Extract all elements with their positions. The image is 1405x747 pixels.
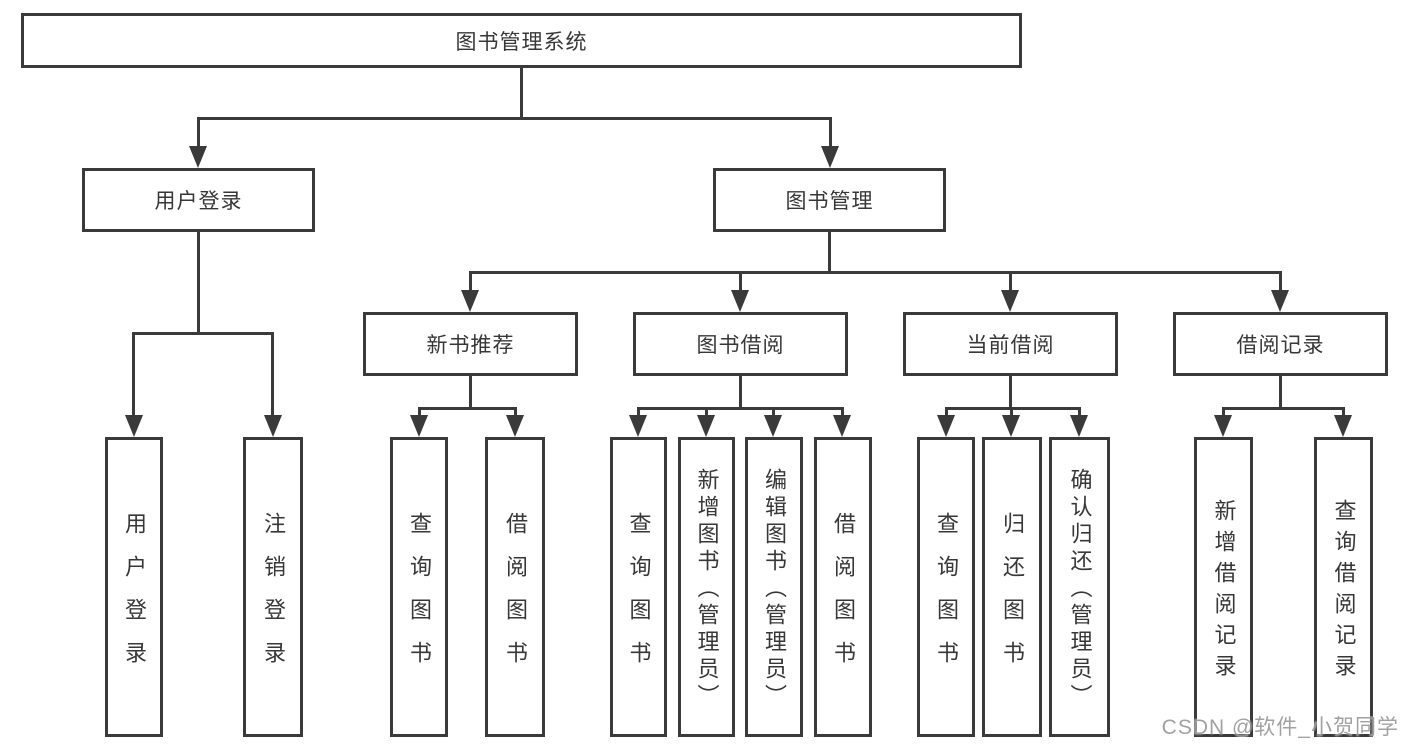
- node-book-management-system: 图书管理系统: [21, 13, 1022, 68]
- connector-line: [637, 407, 844, 410]
- arrow-down-icon: [1002, 415, 1020, 437]
- node-label: 图书管理: [785, 190, 874, 213]
- connector-line: [841, 407, 844, 419]
- connector-line: [829, 117, 832, 148]
- leaf-query-borrowing-record: 查询借阅记录: [1314, 437, 1373, 737]
- node-label: 借阅图书: [831, 511, 856, 684]
- leaf-borrow-books-borrowing: 借阅图书: [814, 437, 872, 737]
- connector-line: [1009, 376, 1012, 409]
- node-label: 查询图书: [407, 511, 432, 684]
- connector-line: [197, 117, 200, 148]
- connector-line: [418, 407, 421, 419]
- node-user-login: 用户登录: [82, 168, 315, 232]
- arrow-down-icon: [125, 415, 143, 437]
- arrow-down-icon: [833, 415, 851, 437]
- connector-line: [418, 407, 517, 410]
- arrow-down-icon: [1271, 290, 1289, 312]
- connector-line: [469, 271, 1281, 274]
- leaf-borrow-books-recommend: 借阅图书: [485, 437, 545, 737]
- arrow-down-icon: [821, 146, 839, 168]
- arrow-down-icon: [506, 415, 524, 437]
- connector-line: [739, 376, 742, 409]
- leaf-return-books: 归还图书: [982, 437, 1042, 737]
- node-label: 确认归还（管理员）: [1067, 468, 1093, 711]
- csdn-watermark: CSDN @软件_小贺同学: [1161, 716, 1399, 739]
- connector-line: [469, 376, 472, 409]
- connector-line: [520, 68, 523, 119]
- node-borrowing-records: 借阅记录: [1173, 312, 1388, 376]
- node-new-book-recommendation: 新书推荐: [363, 312, 578, 376]
- connector-line: [945, 407, 948, 419]
- node-current-borrowing: 当前借阅: [903, 312, 1118, 376]
- node-label: 归还图书: [1000, 511, 1025, 684]
- arrow-down-icon: [1001, 290, 1019, 312]
- node-label: 借阅图书: [503, 511, 528, 684]
- leaf-query-books-borrowing: 查询图书: [610, 437, 667, 737]
- arrow-down-icon: [1334, 415, 1352, 437]
- node-label: 新增图书（管理员）: [694, 468, 720, 711]
- connector-line: [132, 332, 135, 416]
- arrow-down-icon: [731, 290, 749, 312]
- arrow-down-icon: [410, 415, 428, 437]
- connector-line: [1279, 271, 1282, 291]
- connector-line: [1010, 407, 1013, 419]
- node-label: 编辑图书（管理员）: [762, 468, 787, 711]
- connector-line: [739, 271, 742, 291]
- node-label: 用户登录: [154, 190, 243, 213]
- leaf-edit-books-admin: 编辑图书（管理员）: [745, 437, 803, 737]
- node-label: 查询图书: [626, 511, 652, 684]
- leaf-query-books-recommend: 查询图书: [390, 437, 448, 737]
- node-label: 新书推荐: [426, 334, 515, 357]
- arrow-down-icon: [937, 415, 955, 437]
- connector-line: [197, 117, 831, 120]
- node-label: 查询借阅记录: [1331, 498, 1357, 685]
- node-label: 当前借阅: [966, 334, 1055, 357]
- connector-line: [132, 332, 274, 335]
- connector-line: [1222, 407, 1225, 419]
- leaf-query-books-current: 查询图书: [917, 437, 975, 737]
- connector-line: [1222, 407, 1344, 410]
- leaf-user-login: 用户登录: [105, 437, 163, 737]
- arrow-down-icon: [264, 415, 282, 437]
- connector-line: [705, 407, 708, 419]
- connector-line: [772, 407, 775, 419]
- node-label: 新增借阅记录: [1211, 498, 1237, 685]
- connector-line: [1078, 407, 1081, 419]
- connector-line: [469, 271, 472, 291]
- arrow-down-icon: [1070, 415, 1088, 437]
- leaf-confirm-return-admin: 确认归还（管理员）: [1049, 437, 1110, 737]
- arrow-down-icon: [697, 415, 715, 437]
- connector-line: [828, 232, 831, 273]
- node-book-management: 图书管理: [713, 168, 946, 232]
- node-label: 用户登录: [122, 511, 147, 684]
- leaf-logout: 注销登录: [243, 437, 303, 737]
- arrow-down-icon: [461, 290, 479, 312]
- leaf-add-books-admin: 新增图书（管理员）: [678, 437, 735, 737]
- node-label: 查询图书: [934, 511, 959, 684]
- arrow-down-icon: [629, 415, 647, 437]
- connector-line: [1342, 407, 1345, 419]
- node-label: 借阅记录: [1236, 334, 1325, 357]
- arrow-down-icon: [1214, 415, 1232, 437]
- node-label: 注销登录: [261, 511, 286, 684]
- leaf-add-borrowing-record: 新增借阅记录: [1194, 437, 1253, 737]
- arrow-down-icon: [189, 146, 207, 168]
- connector-line: [1009, 271, 1012, 291]
- connector-line: [197, 232, 200, 334]
- connector-line: [945, 407, 1081, 410]
- arrow-down-icon: [764, 415, 782, 437]
- connector-line: [637, 407, 640, 419]
- connector-line: [271, 332, 274, 416]
- node-label: 图书管理系统: [455, 30, 588, 54]
- connector-line: [514, 407, 517, 419]
- node-book-borrowing: 图书借阅: [633, 312, 848, 376]
- connector-line: [1279, 376, 1282, 409]
- node-label: 图书借阅: [696, 334, 785, 357]
